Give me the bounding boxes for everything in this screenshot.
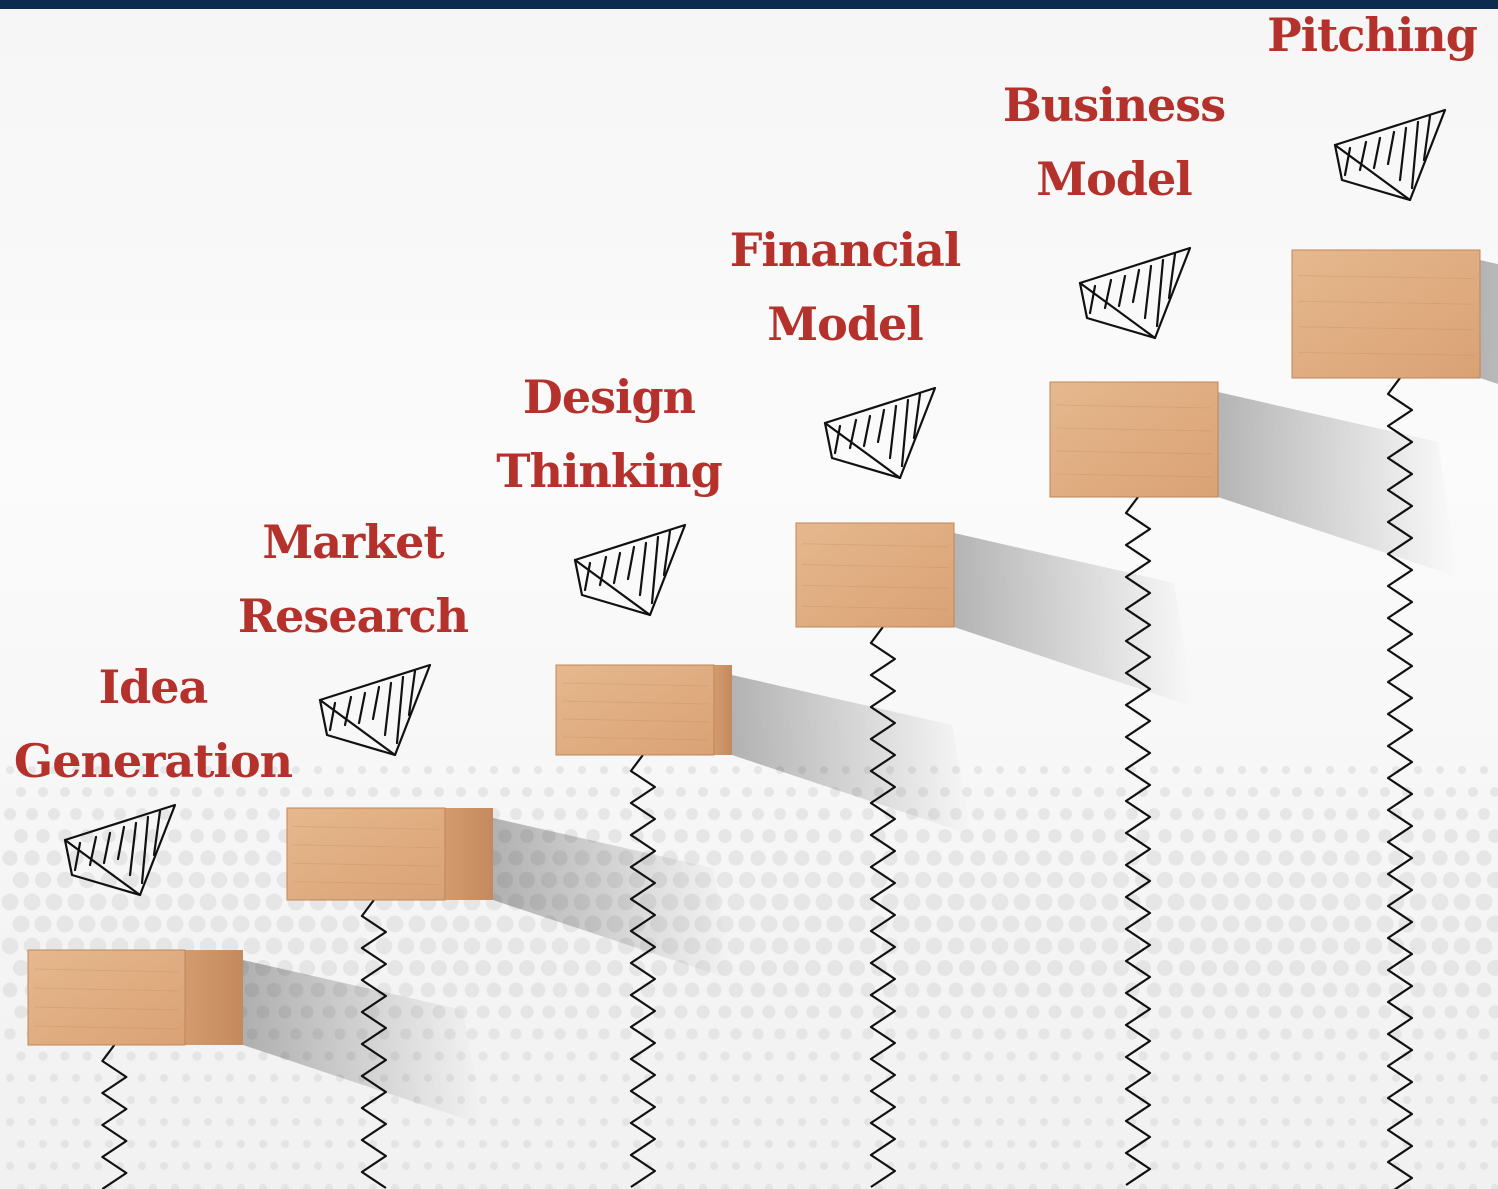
coil-spring-icon <box>1124 496 1152 1186</box>
step-label-pitching: Pitching <box>1267 0 1478 72</box>
sketched-arrow-icon <box>63 803 177 897</box>
step-label-line1: Idea <box>98 660 209 714</box>
wooden-block-icon <box>555 664 715 756</box>
block-shadow <box>1480 260 1498 384</box>
sketched-arrow-icon <box>1078 246 1192 340</box>
sketched-arrow-icon <box>823 386 937 480</box>
step-label-line2: Model <box>767 297 924 351</box>
wooden-block-icon <box>27 949 186 1046</box>
step-label-line2: Model <box>1036 152 1193 206</box>
block-shadow <box>954 533 1194 707</box>
step-label-line1: Market <box>262 515 444 569</box>
block-shadow <box>493 818 733 980</box>
step-label-line1: Pitching <box>1267 8 1478 62</box>
top-bar <box>0 0 1498 9</box>
block-shadow <box>1218 392 1458 577</box>
step-label-line1: Design <box>522 370 696 424</box>
step-label-design-thinking: Design Thinking <box>496 360 723 508</box>
coil-spring-icon <box>1386 377 1414 1189</box>
wooden-block-side <box>714 665 732 755</box>
wooden-block-icon <box>1049 381 1219 498</box>
coil-spring-icon <box>869 626 896 1188</box>
coil-spring-icon <box>360 899 387 1189</box>
step-label-line2: Generation <box>13 734 293 788</box>
sketched-arrow-icon <box>318 663 432 757</box>
sketched-arrow-icon <box>1333 108 1447 202</box>
wooden-block-icon <box>286 807 446 901</box>
sketched-arrow-icon <box>573 523 687 617</box>
step-label-financial-model: Financial Model <box>729 213 962 361</box>
step-label-business-model: Business Model <box>1002 68 1226 216</box>
wooden-block-side <box>445 808 493 900</box>
step-label-idea-generation: Idea Generation <box>13 650 293 798</box>
step-label-line2: Research <box>237 589 469 643</box>
step-label-market-research: Market Research <box>237 505 469 653</box>
coil-spring-icon <box>629 754 656 1188</box>
block-shadow <box>732 675 972 835</box>
wooden-block-icon <box>1291 249 1481 379</box>
step-label-line1: Financial <box>729 223 962 277</box>
coil-spring-icon <box>101 1044 128 1189</box>
wooden-block-icon <box>795 522 955 628</box>
step-label-line2: Thinking <box>496 444 723 498</box>
wooden-block-side <box>185 950 243 1045</box>
step-label-line1: Business <box>1002 78 1226 132</box>
